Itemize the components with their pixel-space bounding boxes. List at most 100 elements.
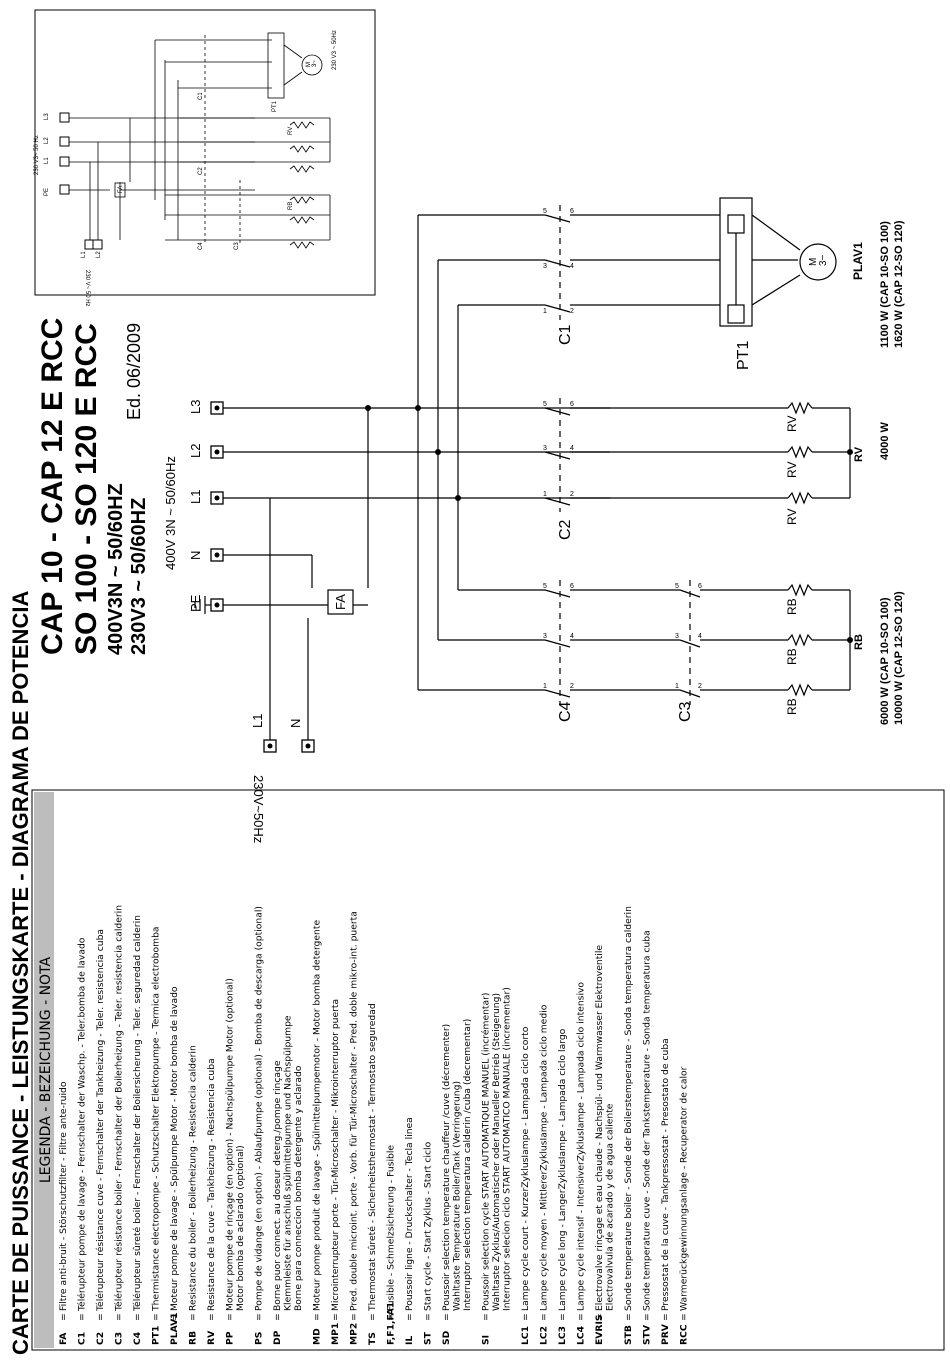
legend-code: LC2 [539, 1326, 550, 1345]
inset-alt-supply: 230 V~ 50 Hz [84, 270, 90, 307]
legend-description: Poussoir ligne - Druckschalter - Tecla l… [404, 1117, 415, 1311]
pole-c3-2: 2 [698, 683, 702, 690]
legend-description: Thermistance electropompe - Schutzschalt… [151, 926, 162, 1312]
legend-description: Lampe cycle moyen - MittlererZyklusIampe… [539, 1004, 550, 1311]
legend-description: Warmerückgewinnungsanlage - Recuperator … [679, 1066, 690, 1311]
label-rb-2: RB [785, 648, 799, 665]
legend-description: Télérupteur sûreté boiler - Fernschalter… [132, 915, 143, 1312]
legend-description: Thermostat sûreté - Sicherheitsthermosta… [367, 1003, 378, 1312]
legend-description: Télérupteur résistance cuve - Fernschalt… [95, 929, 106, 1312]
inset-c3: C3 [234, 242, 240, 250]
pole-c3-5: 5 [675, 583, 679, 590]
legend-description: Filtre anti-bruit - Störschutzfilter - F… [58, 1081, 69, 1311]
pole-c1-1: 1 [543, 308, 547, 315]
inset-alt-l1: L1 [81, 251, 87, 258]
sheet-title: CARTE DE PUISSANCE - LEISTUNGSKARTE - DI… [8, 591, 33, 1355]
legend-description: Lampe cycle long - LangerZyklusIampe - L… [557, 1028, 568, 1311]
legend-equals: = [441, 1313, 452, 1321]
label-motor-phase: 3~ [818, 254, 829, 266]
legend-code: IL [404, 1336, 415, 1345]
legend-code: RV [206, 1330, 217, 1345]
label-c3: C3 [677, 701, 694, 722]
label-rv-3: RV [785, 509, 799, 525]
pole-c1-5: 5 [543, 208, 547, 215]
pole-c2-4: 4 [570, 445, 574, 452]
legend-equals: = [225, 1313, 236, 1321]
legend-description: Pressostat de la cuve - Tankpressostat -… [660, 1038, 671, 1311]
legend-code: C3 [114, 1332, 125, 1345]
legend-equals: = [539, 1313, 550, 1321]
legend-code: RB [188, 1331, 199, 1345]
legend-equals: = [312, 1313, 323, 1321]
alt-supply-label: 230V~50Hz [251, 775, 266, 843]
pole-c3-1: 1 [675, 683, 679, 690]
legend-equals: = [77, 1313, 88, 1321]
pole-c2-6: 6 [570, 401, 574, 408]
legend-description: Borne puor connect. au doseur deterg./po… [272, 1060, 283, 1311]
label-l2: L2 [188, 444, 203, 458]
legend-description: Resistance de la cuve - Tankheizung - Re… [206, 1058, 217, 1311]
legend-code: DP [272, 1330, 283, 1345]
legend-description: Sonde temperature cuve - Sonde der Tanks… [642, 930, 653, 1311]
label-rv-2: RV [785, 462, 799, 478]
inset-c4: C4 [198, 242, 204, 250]
legend-description: Borne para conneccion bomba detergente y… [293, 1065, 304, 1311]
pole-c1-2: 2 [570, 308, 574, 315]
pole-c1-4: 4 [570, 263, 574, 270]
legend-code: PS [254, 1332, 265, 1345]
legend-equals: = [404, 1313, 415, 1321]
pole-c4-1: 1 [543, 683, 547, 690]
legend-equals: = [367, 1313, 378, 1321]
edition: Ed. 06/2009 [124, 323, 144, 420]
inset-fa: FA [118, 186, 124, 193]
supply-main: 400V3N ~ 50/60HZ [105, 483, 127, 655]
legend-description: Télérupteur résistance boiler - Fernscha… [114, 905, 125, 1312]
legend-description: Interruptor selection temperatura calder… [462, 1019, 473, 1311]
legend-description: Pompe de vidange (en option) - Ablaufpum… [254, 906, 265, 1311]
pole-c3-4: 4 [698, 633, 702, 640]
legend-description: Klemmleiste für anschluß spülmittelpumpe… [283, 1015, 294, 1311]
supply-alt: 230V3 ~ 50/60HZ [128, 498, 150, 655]
pole-c1-3: 3 [543, 263, 547, 270]
model-line-2: SO 100 - SO 120 E RCC [70, 323, 103, 655]
model-line-1: CAP 10 - CAP 12 E RCC [36, 318, 69, 655]
legend-code: MP2 [349, 1323, 360, 1345]
legend-description: Interruptor selecion ciclo START AUTOMAT… [502, 987, 513, 1311]
legend-equals: = [557, 1313, 568, 1321]
label-rb-bus: RB [853, 634, 865, 650]
boiler-power-1: 6000 W (CAP 10-SO 100) [879, 597, 891, 725]
pole-c2-5: 5 [543, 401, 547, 408]
label-rb-3: RB [785, 698, 799, 715]
inset-c2: C2 [198, 167, 204, 175]
label-plav1: PLAV1 [851, 242, 865, 280]
pole-c2-3: 3 [543, 445, 547, 452]
inset-label-l2: L2 [44, 137, 50, 144]
legend-code: F,F1,FA1 [386, 1302, 397, 1345]
legend-code: C4 [132, 1332, 143, 1345]
motor-power-2: 1620 W (CAP 12-SO 120) [893, 220, 905, 348]
legend-equals: = [576, 1313, 587, 1321]
pole-c3-3: 3 [675, 633, 679, 640]
label-fa: FA [333, 594, 348, 610]
inset-pt1: PT1 [272, 100, 278, 112]
inset-motor-note: 230 V3 ~ 50Hz [332, 30, 338, 70]
inset-label-l1: L1 [44, 157, 50, 164]
legend-description: Moteur pompe de rinçage (en option) - Na… [225, 978, 236, 1311]
legend-equals: = [679, 1313, 690, 1321]
label-c1: C1 [557, 324, 574, 345]
legend-equals: = [481, 1313, 492, 1321]
legend-equals: = [623, 1313, 634, 1321]
pole-c4-2: 2 [570, 683, 574, 690]
legend-equals: = [169, 1313, 180, 1321]
legend-code: MD [312, 1328, 323, 1345]
legend-equals: = [254, 1313, 265, 1321]
pole-c2-1: 1 [543, 491, 547, 498]
boiler-power-2: 10000 W (CAP 12-SO 120) [893, 591, 905, 725]
legend-description: Resistance du boiler - Boilerheizung - R… [188, 1045, 199, 1311]
legend-equals: = [206, 1313, 217, 1321]
pole-c4-3: 3 [543, 633, 547, 640]
legend-code: LC3 [557, 1326, 568, 1345]
legend-equals: = [188, 1313, 199, 1321]
legend-description: Start cycle - Start Zyklus - Start ciclo [423, 1141, 434, 1311]
legend-code: PT1 [151, 1326, 162, 1345]
